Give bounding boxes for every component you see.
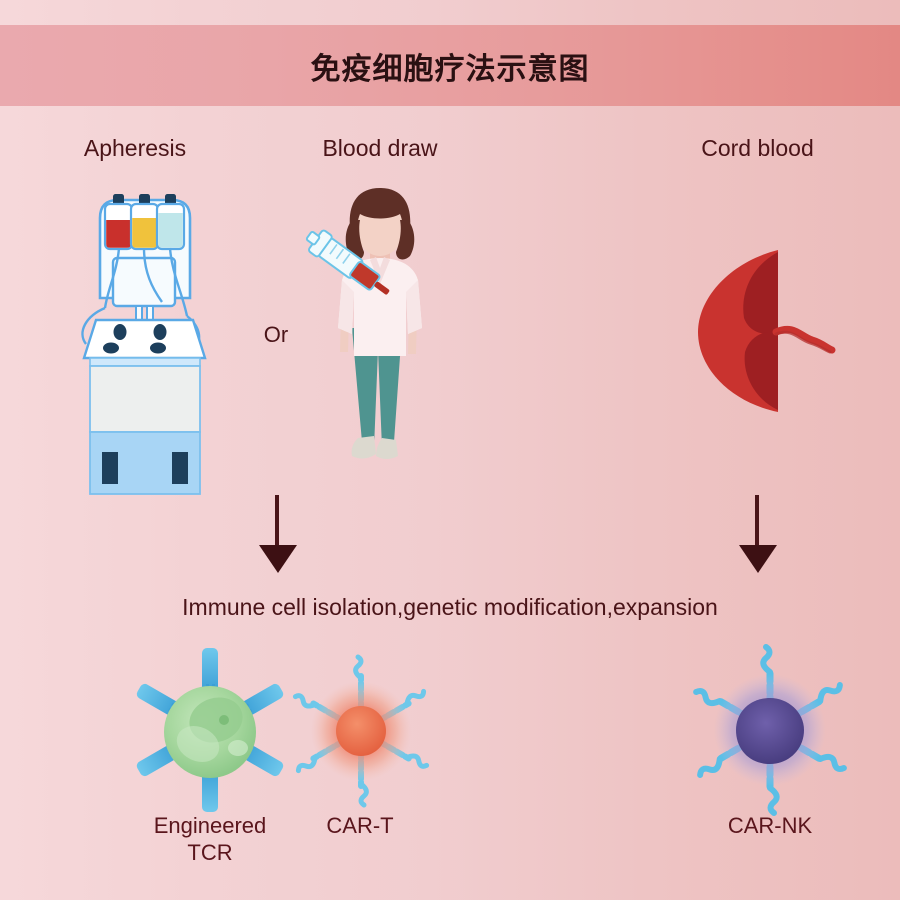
car-t-cell-icon [292, 654, 430, 808]
product-label-car-t: CAR-T [290, 812, 430, 839]
source-label-cord-blood: Cord blood [701, 135, 814, 161]
red-blood-bag [103, 202, 134, 251]
page-title: 免疫细胞疗法示意图 [310, 51, 590, 87]
nurse-with-syringe-icon [290, 180, 470, 490]
plasma-bag [129, 202, 160, 251]
console-knobs [103, 324, 167, 354]
product-label-line1: Engineered [153, 813, 267, 838]
arrow-down-right [735, 495, 781, 575]
product-label-line1: CAR-NK [727, 813, 813, 838]
or-connector-label: Or [263, 322, 289, 347]
title-banner: 免疫细胞疗法示意图 [0, 25, 900, 106]
car-nk-cell-icon [688, 644, 853, 816]
syringe-icon [305, 229, 390, 295]
placenta-icon [690, 240, 840, 420]
product-label-engineered-tcr: Engineered TCR [130, 812, 290, 866]
apheresis-machine-icon [60, 180, 230, 495]
arrow-down-left [255, 495, 301, 575]
product-label-line2: TCR [187, 840, 233, 865]
engineered-tcr-cell-icon [128, 648, 293, 813]
saline-bag [155, 202, 186, 251]
source-label-blood-draw: Blood draw [322, 135, 438, 161]
process-caption: Immune cell isolation,genetic modificati… [182, 594, 718, 620]
product-label-line1: CAR-T [326, 813, 394, 838]
product-label-car-nk: CAR-NK [690, 812, 850, 839]
source-label-apheresis: Apheresis [83, 135, 187, 161]
